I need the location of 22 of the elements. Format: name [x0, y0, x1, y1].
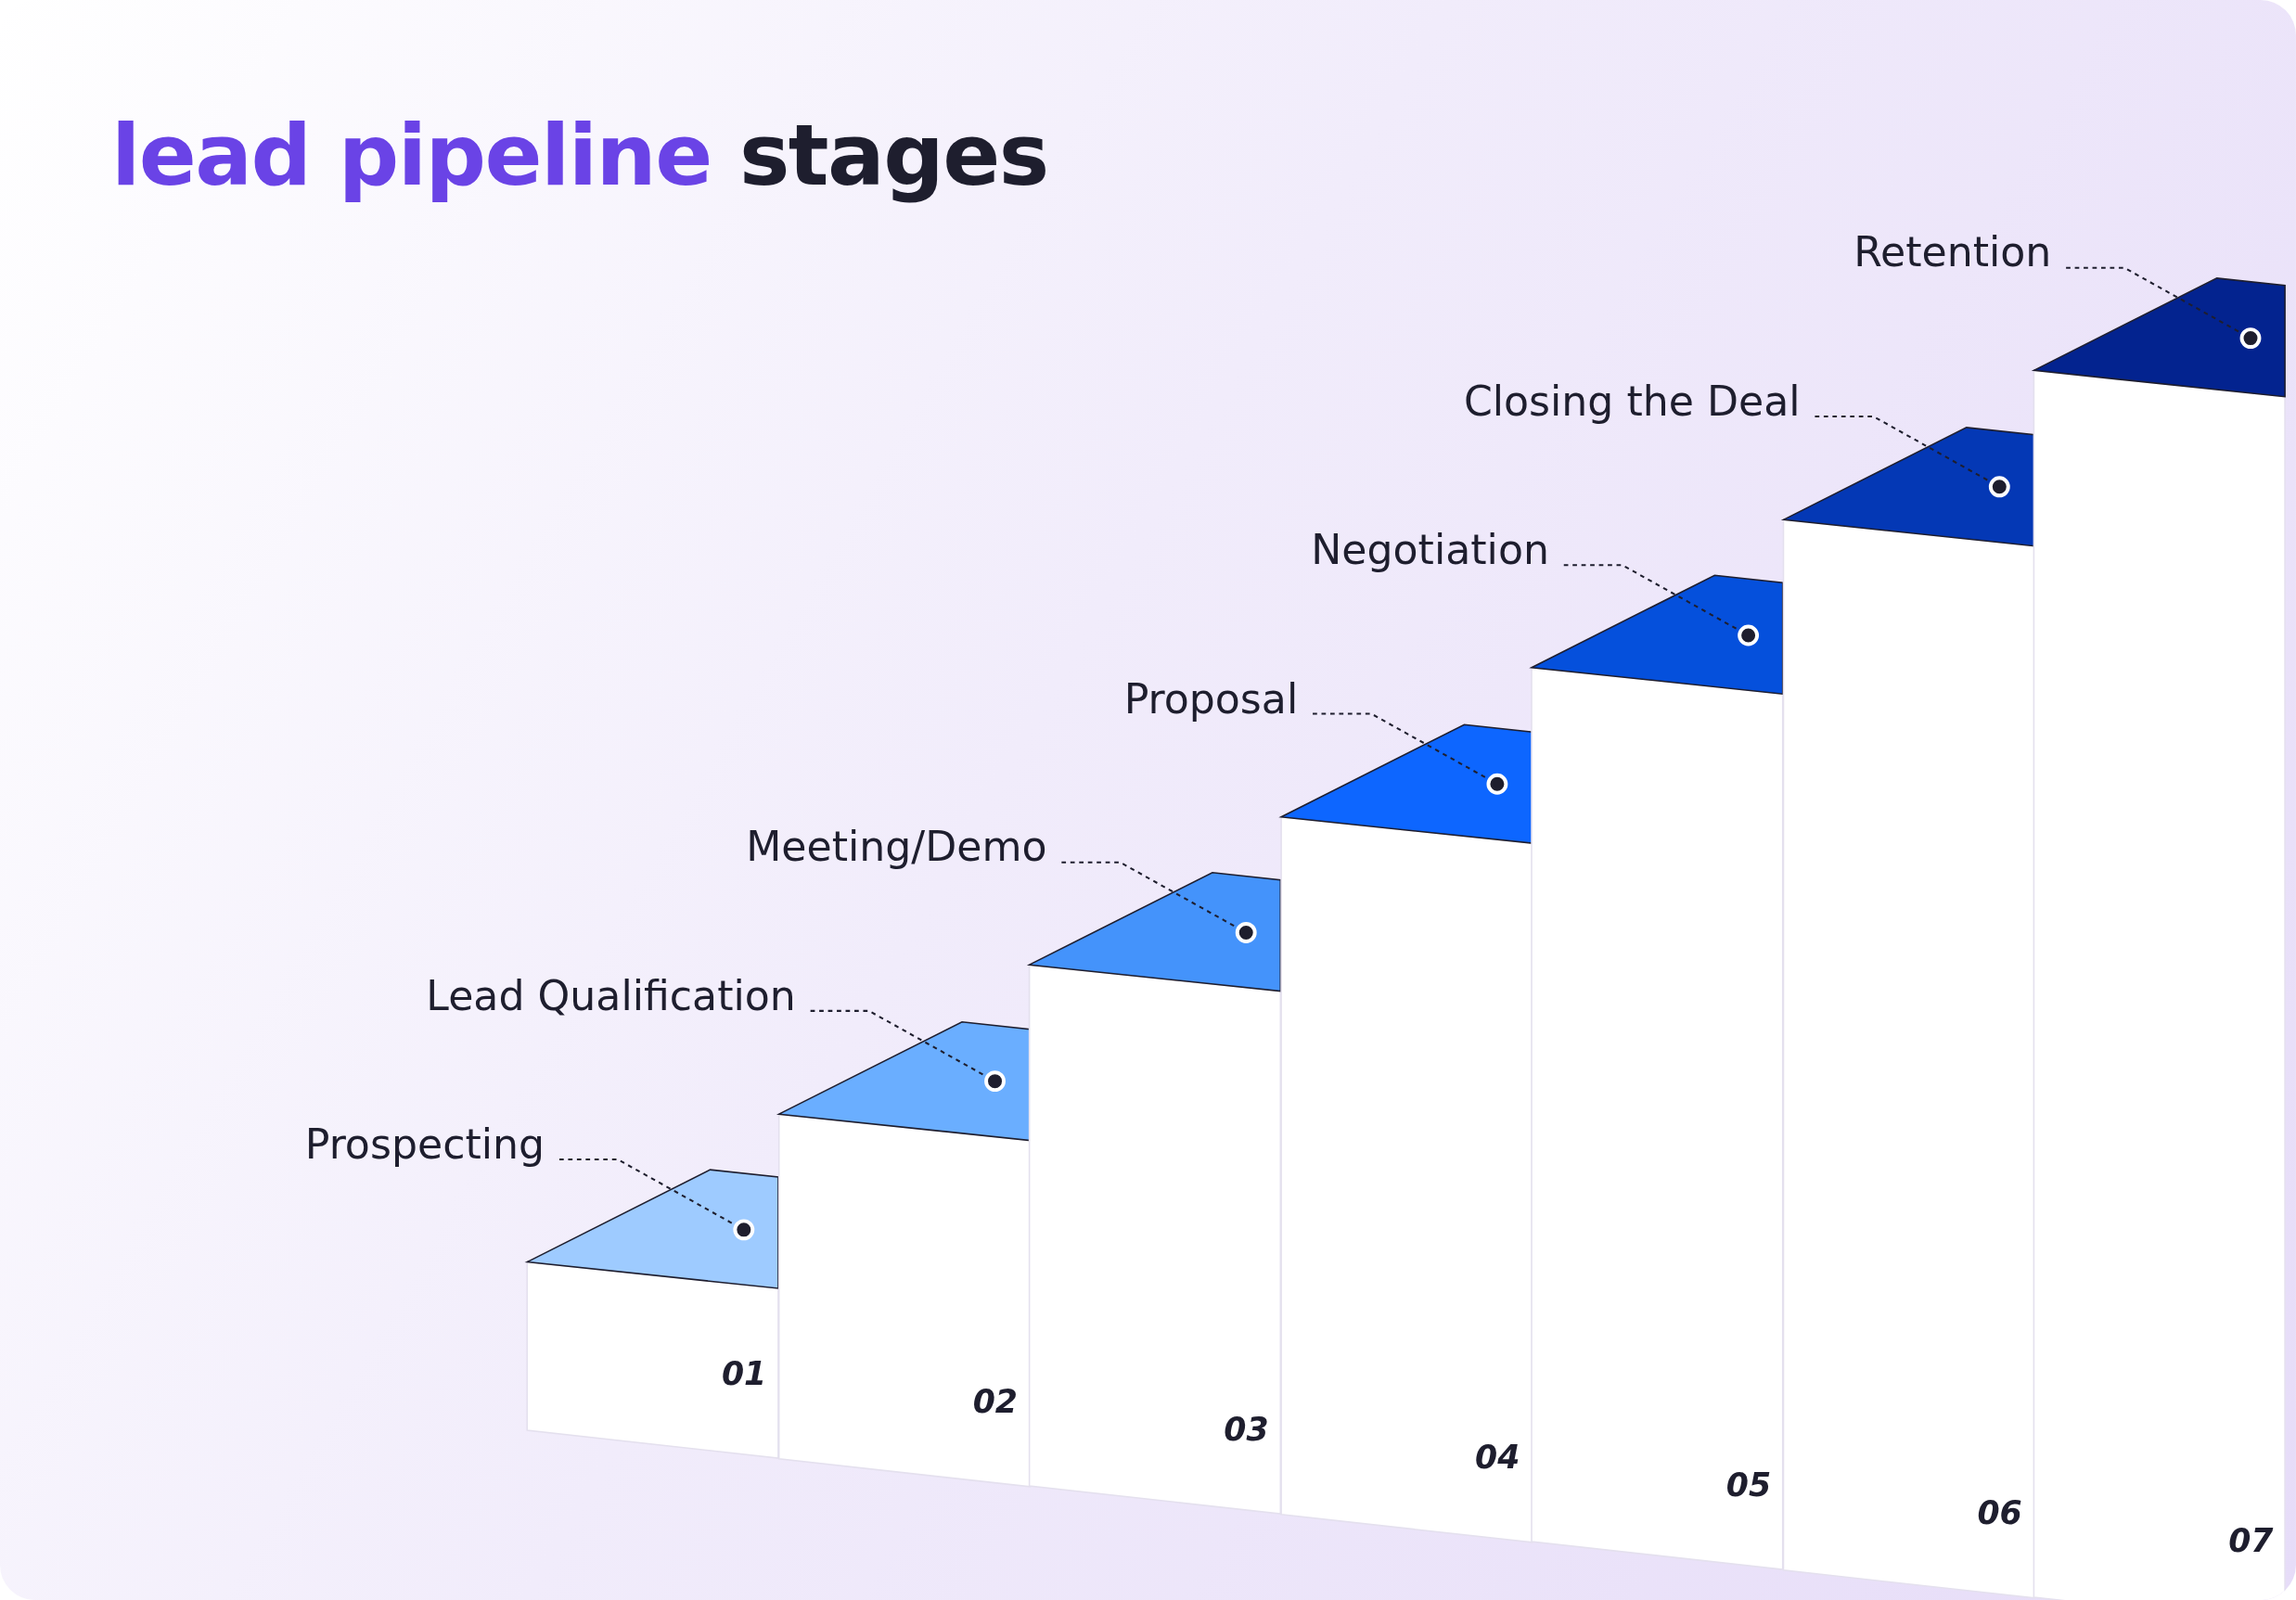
stage-label: Prospecting: [304, 1120, 545, 1171]
stage-label: Retention: [1853, 228, 2052, 278]
stage-label: Negotiation: [1311, 525, 1549, 576]
stage-label: Proposal: [1123, 673, 1299, 724]
step-number: 07: [2228, 1524, 2274, 1559]
step-number: 05: [1725, 1468, 1772, 1504]
leader-line: [2066, 266, 2262, 350]
leader-line: [1815, 416, 2010, 498]
step-number: 04: [1475, 1440, 1520, 1477]
title: lead pipeline stages: [110, 105, 1048, 205]
leader-line: [1061, 861, 1257, 943]
leader-line: [1563, 564, 1760, 646]
step-number: 06: [1977, 1496, 2022, 1531]
step-number: 03: [1224, 1413, 1269, 1449]
step-number: 01: [721, 1357, 767, 1393]
leader-line: [558, 1158, 755, 1241]
stage-label: Meeting/Demo: [746, 823, 1047, 873]
stage-label: Lead Qualification: [426, 971, 796, 1021]
leader-line: [1313, 712, 1508, 795]
step-number: 02: [972, 1385, 1018, 1421]
stage-label: Closing the Deal: [1463, 377, 1801, 428]
leader-line: [810, 1009, 1006, 1093]
